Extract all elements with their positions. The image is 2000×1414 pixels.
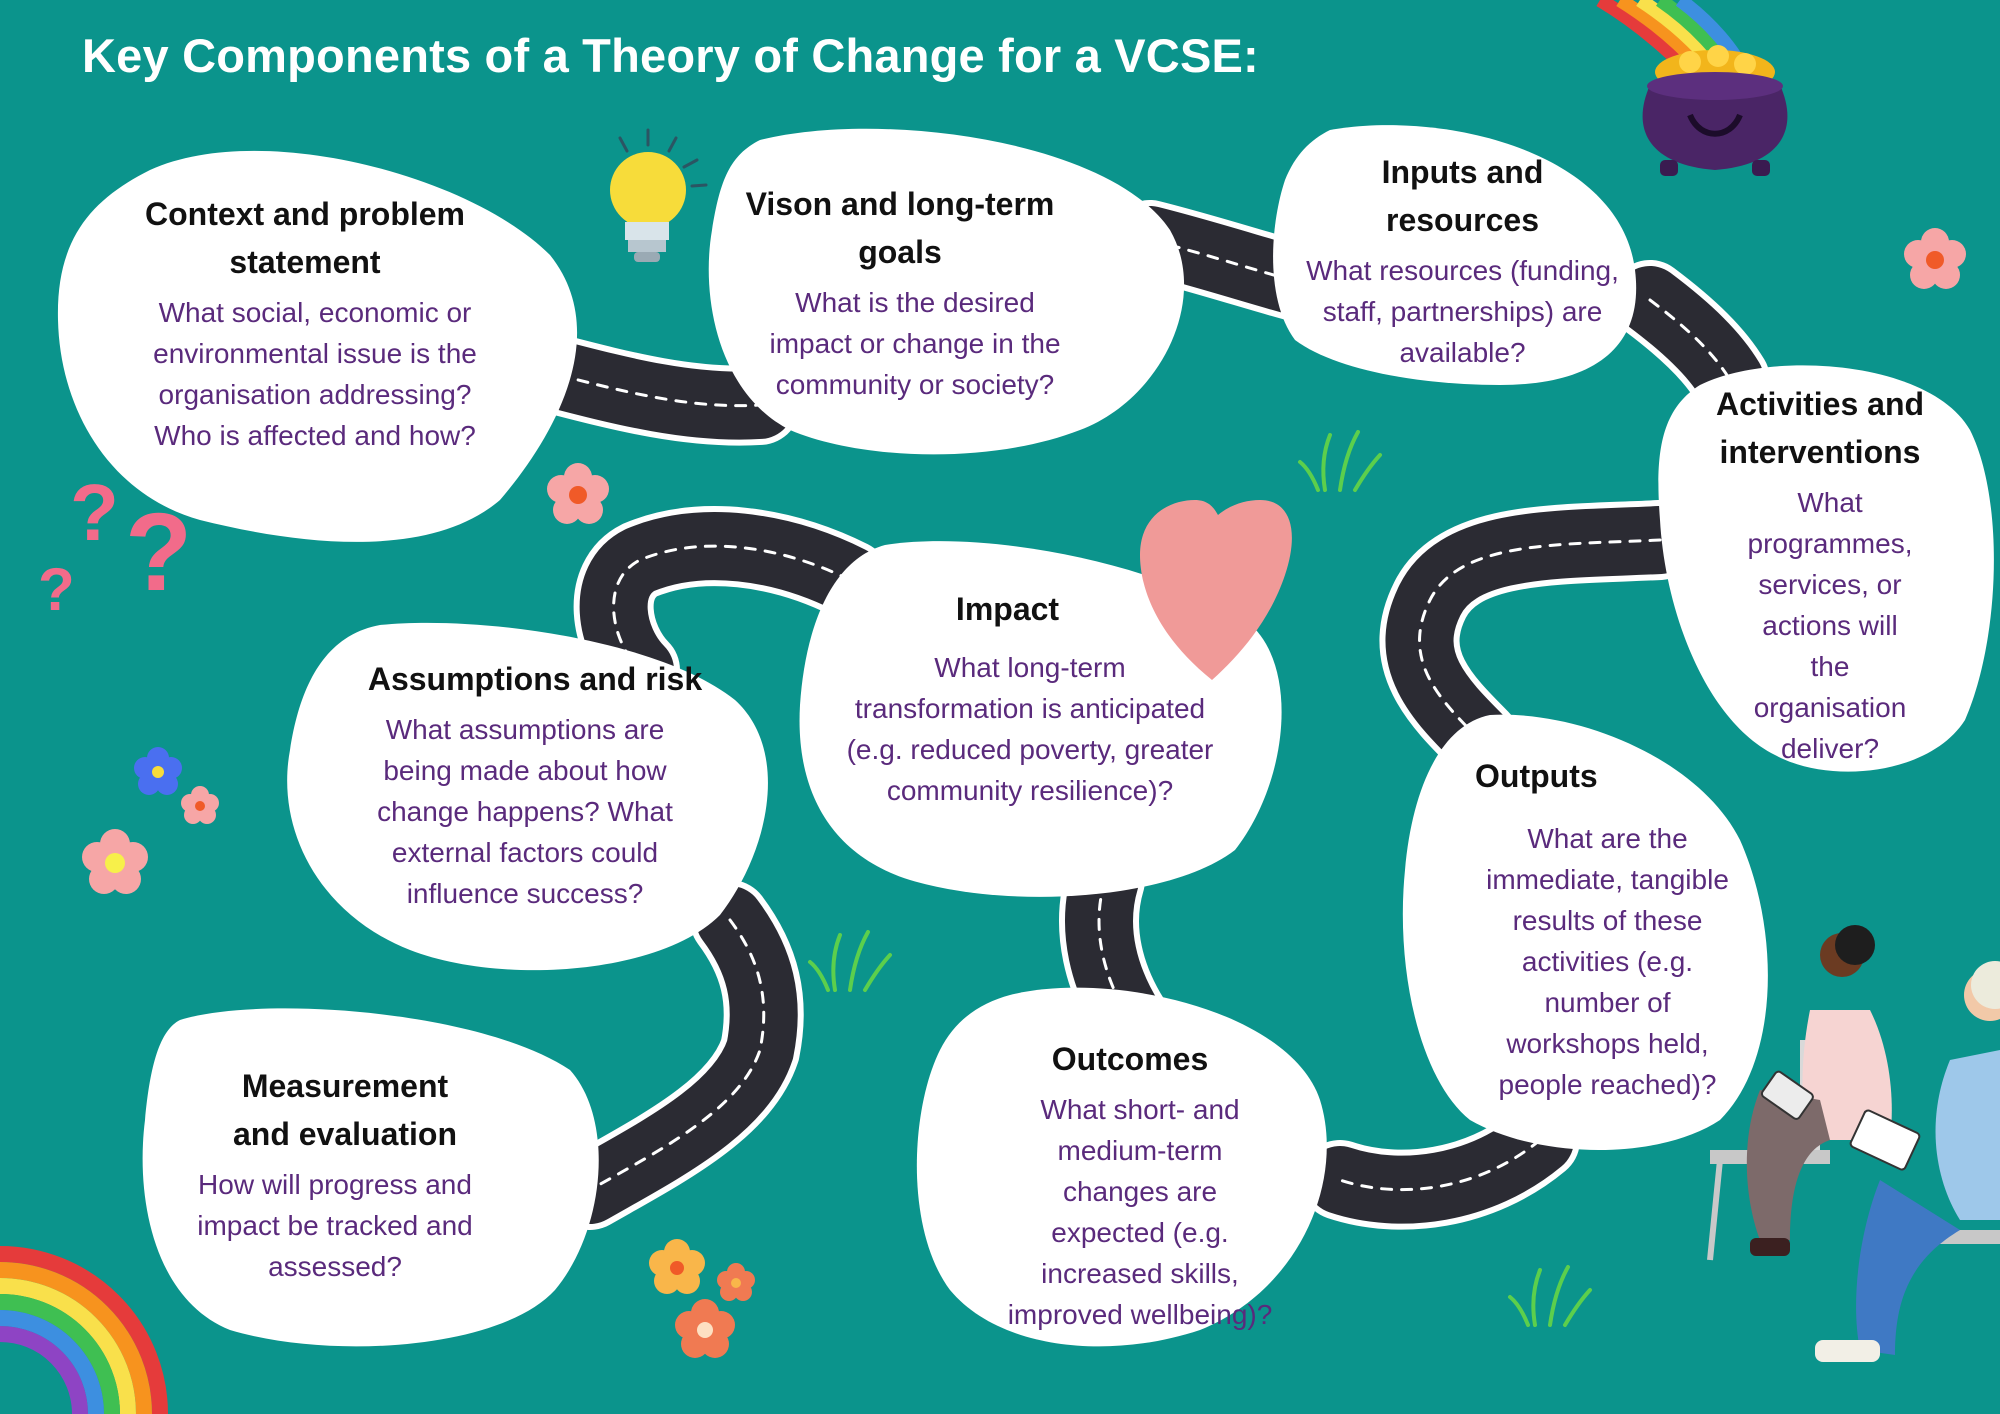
flower-icon (649, 1239, 705, 1294)
card-body: What long-term transformation is anticip… (846, 652, 1214, 806)
question-marks-icon: ? ? ? (38, 468, 192, 623)
flower-icon (675, 1299, 735, 1358)
flower-icon (82, 829, 148, 894)
road-path (480, 200, 1770, 1230)
rainbow-icon (0, 1246, 168, 1414)
flower-icon (181, 786, 219, 824)
card-heading: Outcomes (1051, 1041, 1209, 1077)
grass-icon (1508, 1265, 1592, 1327)
pot-of-gold-icon (1596, 0, 1788, 176)
blob-inputs (1273, 125, 1637, 386)
card-body: What are the immediate, tangible results… (1486, 823, 1729, 1100)
svg-text:?: ? (125, 491, 192, 614)
page-title: Key Components of a Theory of Change for… (82, 29, 1259, 82)
card-vision: Vison and long-term goals What is the de… (745, 180, 1085, 405)
blob-measurement (142, 1008, 599, 1347)
flower-icon (1904, 228, 1966, 289)
blob-vision (708, 128, 1185, 455)
flower-icon (547, 463, 609, 524)
card-inputs: Inputs and resources What resources (fun… (1290, 148, 1635, 373)
card-heading: Measurement and evaluation (232, 1068, 458, 1152)
card-heading: Assumptions and risk (367, 661, 703, 697)
heart-icon (1140, 500, 1292, 680)
card-heading: Inputs and resources (1381, 154, 1544, 238)
card-body: What social, economic or environmental i… (153, 297, 477, 451)
grass-icon (808, 930, 892, 992)
card-blobs (57, 125, 1994, 1347)
card-context: Context and problem statement What socia… (100, 190, 510, 456)
card-heading: Impact (955, 591, 1060, 627)
card-body: How will progress and impact be tracked … (197, 1169, 473, 1282)
flower-icon (134, 747, 182, 795)
card-heading: Activities and interventions (1715, 386, 1925, 470)
card-heading: Vison and long-term goals (745, 186, 1055, 270)
blob-assumptions (287, 622, 768, 971)
people-illustration (1707, 925, 2000, 1362)
card-heading: Context and problem statement (144, 196, 465, 280)
lightbulb-icon (610, 128, 708, 262)
blob-outcomes (916, 987, 1327, 1347)
card-heading: Outputs (1475, 758, 1598, 794)
blob-activities (1658, 365, 1994, 772)
card-impact: Impact What long-term transformation is … (835, 585, 1225, 811)
svg-text:?: ? (70, 468, 119, 557)
card-body: What resources (funding, staff, partners… (1306, 255, 1619, 368)
card-body: What is the desired impact or change in … (769, 287, 1061, 400)
blob-context (57, 150, 578, 542)
svg-text:?: ? (38, 556, 75, 623)
blob-outputs (1402, 714, 1768, 1150)
card-body: What short- and medium-term changes are … (1007, 1094, 1273, 1330)
card-activities: Activities and interventions What progra… (1700, 380, 1940, 769)
flower-icon (717, 1263, 755, 1301)
card-outcomes: Outcomes What short- and medium-term cha… (975, 1035, 1305, 1335)
grass-icon (1298, 430, 1382, 492)
card-body: What assumptions are being made about ho… (377, 714, 673, 909)
blob-impact (799, 541, 1282, 897)
card-assumptions: Assumptions and risk What assumptions ar… (335, 655, 715, 914)
card-outputs: Outputs What are the immediate, tangible… (1455, 752, 1740, 1105)
card-measurement: Measurement and evaluation How will prog… (180, 1062, 490, 1287)
card-body: What programmes, services, or actions wi… (1747, 487, 1913, 764)
